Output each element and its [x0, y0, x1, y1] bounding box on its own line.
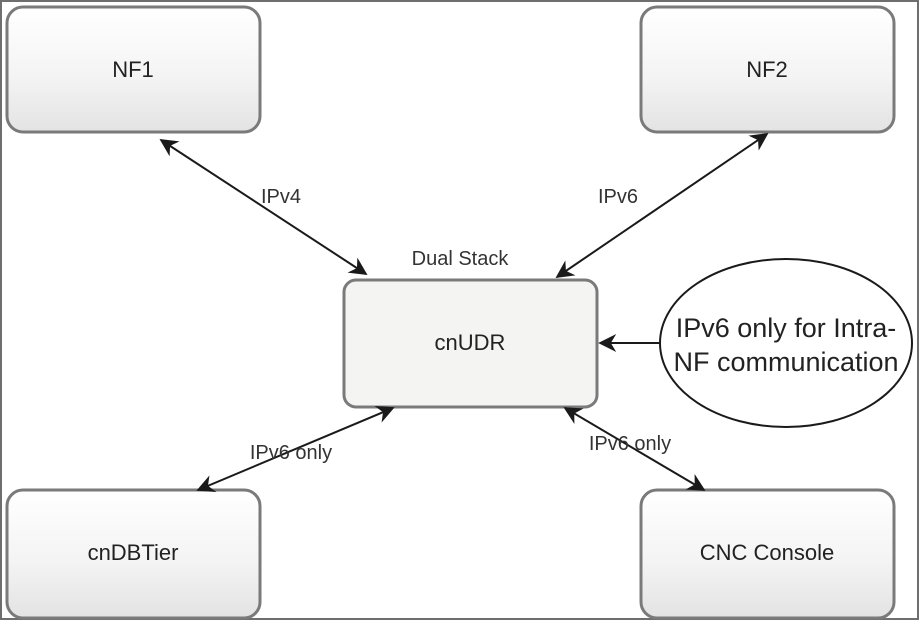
edge-label-cndbtier: IPv6 only: [250, 442, 332, 464]
note-line-2: NF communication: [673, 347, 898, 377]
node-cndbtier[interactable]: cnDBTier: [5, 488, 262, 620]
edge-label-cnc: IPv6 only: [589, 433, 671, 455]
node-nf1[interactable]: NF1: [5, 5, 262, 134]
edge-nf1-cnudr: [159, 139, 368, 275]
node-nf1-label: NF1: [112, 57, 154, 82]
edge-nf2-cnudr: [555, 132, 769, 279]
edge-label-ipv6: IPv6: [598, 186, 638, 208]
node-nf2[interactable]: NF2: [639, 5, 896, 134]
node-cnc-console[interactable]: CNC Console: [639, 488, 896, 620]
node-cnc-console-label: CNC Console: [700, 540, 835, 565]
node-nf2-label: NF2: [746, 57, 788, 82]
node-cndbtier-label: cnDBTier: [88, 540, 179, 565]
intra-nf-note: IPv6 only for Intra- NF communication: [659, 258, 913, 428]
edge-label-ipv4: IPv4: [261, 186, 301, 208]
note-line-1: IPv6 only for Intra-: [676, 313, 897, 343]
cnudr-caption: Dual Stack: [412, 248, 510, 270]
edge-cnudr-cndbtier: [196, 405, 395, 493]
node-cnudr[interactable]: cnUDR: [342, 278, 599, 409]
node-cnudr-label: cnUDR: [435, 330, 506, 355]
edge-cnudr-cnc: [563, 407, 706, 491]
